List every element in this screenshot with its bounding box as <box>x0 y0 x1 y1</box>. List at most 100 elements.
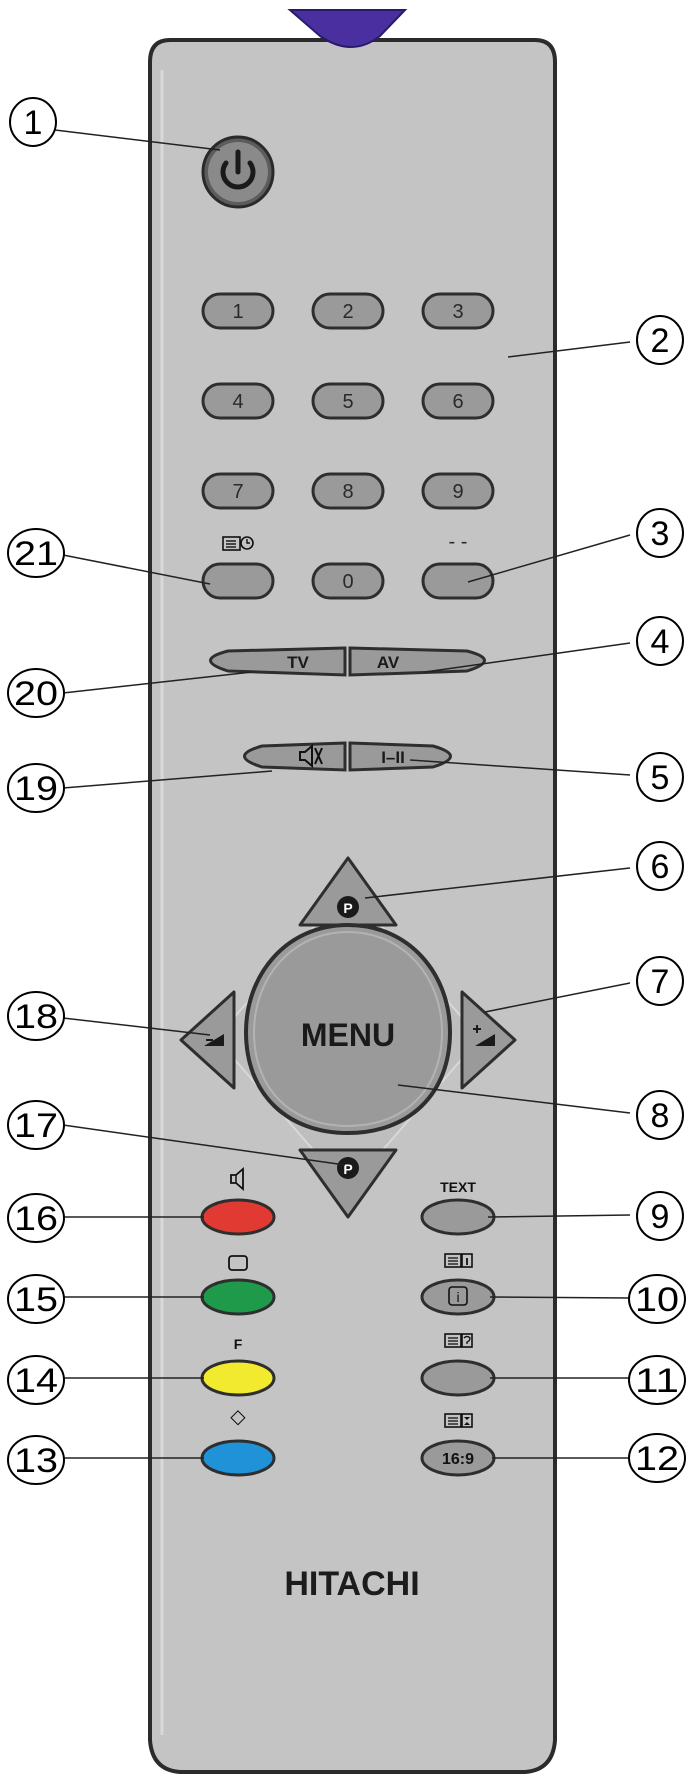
svg-text:14: 14 <box>14 1362 58 1400</box>
brand-logo: HITACHI <box>284 1565 419 1603</box>
callout-11: 11 <box>628 1355 686 1405</box>
svg-text:19: 19 <box>14 770 58 808</box>
callout-17: 17 <box>7 1100 65 1150</box>
digit-button-5[interactable]: 5 <box>311 382 385 420</box>
svg-text:13: 13 <box>14 1442 58 1480</box>
digit-button-4[interactable]: 4 <box>201 382 275 420</box>
digit-label: 4 <box>232 391 243 413</box>
prog-down-label: P <box>343 1161 352 1177</box>
callout-15: 15 <box>7 1274 65 1324</box>
tv-label: TV <box>287 653 309 672</box>
svg-text:2: 2 <box>651 322 670 360</box>
callout-8: 8 <box>636 1090 684 1140</box>
digit-pad: 1 2 3 4 5 6 7 8 <box>201 292 495 600</box>
digit-label: 3 <box>452 301 463 323</box>
yellow-button[interactable] <box>200 1359 276 1397</box>
info-symbol: i <box>456 1289 459 1305</box>
f-label: F <box>234 1336 243 1352</box>
digit-label: 9 <box>452 481 463 503</box>
teletext-time-icon <box>222 536 254 551</box>
callout-lines <box>54 129 631 1459</box>
callout-18: 18 <box>7 991 65 1041</box>
aspect-button[interactable]: 16:9 <box>420 1439 496 1477</box>
digit-label: 2 <box>342 301 353 323</box>
digit-label: 5 <box>342 391 353 413</box>
svg-text:17: 17 <box>14 1107 58 1145</box>
av-button[interactable] <box>348 646 486 677</box>
svg-text:11: 11 <box>635 1362 679 1400</box>
svg-text:5: 5 <box>651 759 670 797</box>
digit-label: 8 <box>342 481 353 503</box>
digit-label: 0 <box>342 571 353 593</box>
callout-2: 2 <box>636 315 684 365</box>
picture-icon <box>228 1255 248 1271</box>
ir-window <box>287 9 408 48</box>
digit-label: 1 <box>232 301 243 323</box>
svg-text:12: 12 <box>635 1440 679 1478</box>
svg-text:8: 8 <box>651 1097 670 1135</box>
callout-9: 9 <box>636 1191 684 1241</box>
digit-label: 7 <box>232 481 243 503</box>
callout-6: 6 <box>636 841 684 891</box>
callout-5: 5 <box>636 752 684 802</box>
dash-button[interactable] <box>421 562 495 600</box>
nav-cluster: P P MENU <box>179 856 517 1219</box>
sound-mode-button[interactable] <box>348 741 452 772</box>
menu-label: MENU <box>301 1017 395 1053</box>
menu-button[interactable]: MENU <box>243 922 453 1136</box>
callout-1: 1 <box>9 97 57 147</box>
sound-icon <box>230 1167 244 1191</box>
power-icon <box>220 160 256 190</box>
volume-up-icon <box>475 1034 495 1046</box>
callout-14: 14 <box>7 1355 65 1405</box>
blue-button[interactable] <box>200 1439 276 1477</box>
prog-down-button[interactable]: P <box>298 1148 398 1219</box>
teletext-time-button[interactable] <box>201 562 275 600</box>
av-label: AV <box>377 653 400 672</box>
svg-text:18: 18 <box>14 998 58 1036</box>
digit-button-3[interactable]: 3 <box>421 292 495 330</box>
volume-up-button[interactable] <box>460 990 517 1090</box>
callout-16: 16 <box>7 1193 65 1243</box>
svg-text:1: 1 <box>24 104 43 142</box>
svg-text:21: 21 <box>14 535 58 573</box>
mute-icon <box>299 743 323 769</box>
svg-text:16: 16 <box>14 1200 58 1238</box>
svg-text:7: 7 <box>651 963 670 1001</box>
callout-10: 10 <box>628 1274 686 1324</box>
digit-label: 6 <box>452 391 463 413</box>
svg-text:6: 6 <box>651 848 670 886</box>
text-label: TEXT <box>440 1179 476 1195</box>
red-button[interactable] <box>200 1198 276 1236</box>
svg-text:3: 3 <box>651 515 670 553</box>
digit-button-6[interactable]: 6 <box>421 382 495 420</box>
digit-button-8[interactable]: 8 <box>311 472 385 510</box>
prog-up-label: P <box>343 900 352 916</box>
volume-down-button[interactable] <box>179 990 236 1090</box>
mute-button[interactable] <box>243 741 347 772</box>
diamond-icon: ◇ <box>230 1406 246 1428</box>
digit-button-0[interactable]: 0 <box>311 562 385 600</box>
callout-numbers: 1 2 3 4 5 6 7 8 <box>7 97 686 1485</box>
callout-12: 12 <box>628 1433 686 1483</box>
callout-20: 20 <box>7 668 65 718</box>
volume-down-icon <box>204 1034 224 1046</box>
mute-sound-rocker: I–II <box>243 741 452 772</box>
sound-mode-label: I–II <box>381 748 405 767</box>
digit-button-7[interactable]: 7 <box>201 472 275 510</box>
teletext-size-icon <box>444 1413 473 1428</box>
callout-4: 4 <box>636 616 684 666</box>
text-button[interactable] <box>420 1198 496 1236</box>
green-button[interactable] <box>200 1278 276 1316</box>
tv-button[interactable] <box>209 646 347 677</box>
reveal-button[interactable] <box>420 1359 496 1397</box>
callout-7: 7 <box>636 956 684 1006</box>
digit-button-9[interactable]: 9 <box>421 472 495 510</box>
info-button[interactable]: i <box>420 1278 496 1316</box>
digit-button-2[interactable]: 2 <box>311 292 385 330</box>
power-button[interactable] <box>201 135 275 209</box>
digit-button-1[interactable]: 1 <box>201 292 275 330</box>
teletext-info-icon <box>444 1253 473 1268</box>
callout-3: 3 <box>636 508 684 558</box>
